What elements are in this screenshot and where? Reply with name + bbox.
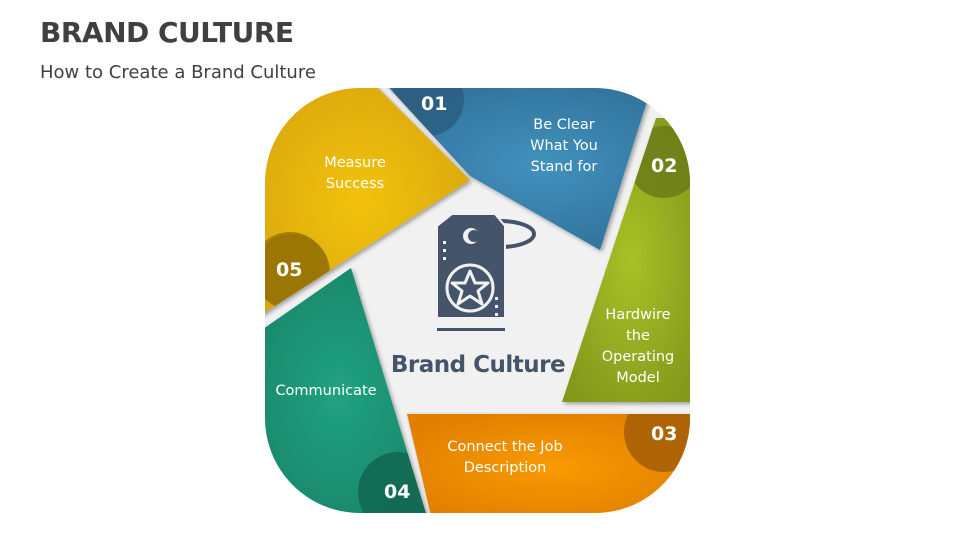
label-line: Be Clear <box>533 117 595 133</box>
segment-03-number: 03 <box>651 423 678 445</box>
label-line: Success <box>325 176 385 192</box>
label-line: What You <box>530 138 598 154</box>
label-line: the <box>626 328 650 344</box>
segment-03-label: Connect the Job Description <box>430 437 580 479</box>
segment-04-label: Communicate <box>268 381 384 402</box>
segment-05-number: 05 <box>276 259 303 281</box>
center-label: Brand Culture <box>390 352 566 378</box>
segment-01-label: Be Clear What You Stand for <box>505 115 623 178</box>
label-line: Connect the Job <box>447 439 563 455</box>
brand-tag-star-icon <box>436 213 536 331</box>
label-line: Hardwire <box>605 307 671 323</box>
label-line: Model <box>616 370 660 386</box>
segment-01-number: 01 <box>421 93 448 115</box>
segment-02-label: Hardwire the Operating Model <box>588 305 688 389</box>
segment-05-label: Measure Success <box>300 153 410 195</box>
segment-04-number: 04 <box>384 481 411 503</box>
label-line: Communicate <box>275 383 377 399</box>
label-line: Operating <box>601 349 675 365</box>
label-line: Measure <box>324 155 386 171</box>
page-subtitle: How to Create a Brand Culture <box>40 62 316 83</box>
label-line: Description <box>463 460 547 476</box>
segment-01[interactable] <box>382 80 700 250</box>
label-line: Stand for <box>530 159 598 175</box>
page-title: BRAND CULTURE <box>40 16 294 49</box>
segment-02-number: 02 <box>651 155 678 177</box>
